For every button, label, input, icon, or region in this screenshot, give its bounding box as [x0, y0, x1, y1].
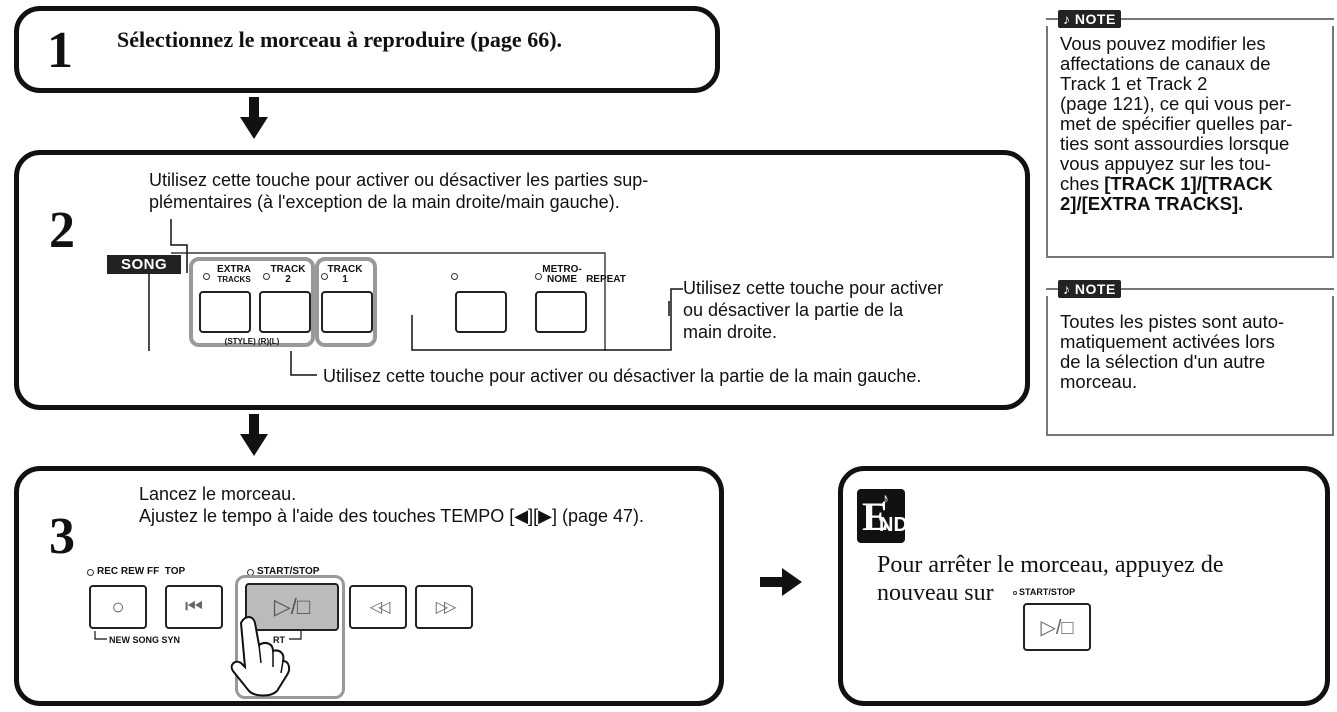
new-song-label: NEW SONG SYN: [109, 635, 181, 645]
end-badge-sub: ND: [879, 514, 908, 536]
track2-label1: TRACK: [270, 264, 306, 275]
left-hand-note: Utilisez cette touche pour activer ou dé…: [323, 366, 922, 386]
step2-number: 2: [49, 202, 75, 259]
play-stop-icon: ▷/□: [1040, 616, 1074, 639]
step3-line2: Ajustez le tempo à l'aide des touches TE…: [139, 505, 644, 527]
step2-box: 2 Utilisez cette touche pour activer ou …: [14, 150, 1030, 410]
button4-led: [451, 273, 458, 280]
track1-label1: TRACK: [327, 264, 363, 275]
note1-bold-a: [TRACK 1]/[TRACK: [1104, 173, 1273, 194]
note1-prefix: ches: [1060, 173, 1105, 194]
note1-bold-line: ches [TRACK 1]/[TRACK: [1060, 174, 1324, 194]
note2-line: morceau.: [1060, 371, 1138, 392]
fast-forward-icon: ▷▷: [435, 599, 457, 616]
end-badge: E ND ♪: [857, 489, 908, 543]
end-start-stop-label: START/STOP: [1019, 587, 1076, 597]
track1-highlight: [315, 257, 377, 347]
metronome-button[interactable]: [535, 291, 587, 333]
note-badge: ♪ NOTE: [1058, 10, 1121, 28]
step2-intro-line2: plémentaires (à l'exception de la main d…: [149, 192, 620, 212]
track2-label2: 2: [285, 274, 291, 285]
song-panel-label: SONG: [107, 255, 182, 274]
note-box-2: ♪ NOTE Toutes les pistes sont auto- mati…: [1046, 280, 1334, 436]
step3-box: 3 Lancez le morceau. Ajustez le tempo à …: [14, 466, 724, 706]
end-badge-letter: E: [862, 494, 889, 539]
step1-number: 1: [47, 22, 73, 79]
note1-line: Track 1 et Track 2: [1060, 73, 1208, 94]
note2-line: de la sélection d'un autre: [1060, 351, 1266, 372]
play-stop-icon: ▷/□: [273, 594, 311, 619]
metronome-label1: METRO-: [542, 264, 582, 275]
start-fragment-label: RT: [273, 635, 285, 645]
extra-tracks-label2: TRACKS: [217, 275, 251, 284]
step3-line1: Lancez le morceau.: [139, 484, 297, 504]
track1-label2: 1: [342, 274, 348, 285]
extra-tracks-led: [203, 273, 210, 280]
note1-line: met de spécifier quelles par-: [1060, 113, 1293, 134]
repeat-label: REPEAT: [586, 274, 626, 285]
start-stop-button[interactable]: ▷/□: [245, 583, 339, 631]
tempo-up-icon: ▶: [538, 506, 552, 526]
track1-button[interactable]: [321, 291, 373, 333]
rec-led: [87, 569, 94, 576]
step3-number: 3: [49, 508, 75, 565]
track1-led: [321, 273, 328, 280]
note-rule: [1046, 18, 1334, 20]
music-note-icon: ♪: [881, 491, 889, 508]
metronome-led: [535, 273, 542, 280]
track2-led: [263, 273, 270, 280]
note1-text: Vous pouvez modifier les affectations de…: [1060, 34, 1324, 214]
step3-line2-a: Ajustez le tempo à l'aide des touches TE…: [139, 506, 515, 526]
start-stop-label: START/STOP: [257, 566, 320, 577]
transport-top-labels: REC REW FF TOP: [97, 566, 186, 577]
step3-line2-c: ] (page 47).: [552, 506, 645, 526]
note1-line: (page 121), ce qui vous per-: [1060, 93, 1292, 114]
end-line1: Pour arrêter le morceau, appuyez de: [877, 552, 1224, 578]
arrow-down-icon: [240, 414, 268, 460]
extra-tracks-track2-highlight: [189, 257, 315, 347]
track2-button[interactable]: [259, 291, 311, 333]
extra-tracks-label1: EXTRA: [217, 264, 251, 275]
step1-box: 1 Sélectionnez le morceau à reproduire (…: [14, 6, 720, 93]
end-line2: nouveau sur: [877, 580, 994, 606]
arrow-right-icon: [760, 568, 804, 596]
style-rl-sublabel: (STYLE) (R)(L): [224, 337, 280, 346]
rec-button[interactable]: ○: [89, 585, 147, 629]
note1-bold-b: 2]/[EXTRA TRACKS].: [1060, 193, 1244, 214]
note-rule: [1046, 288, 1334, 290]
step1-text: Sélectionnez le morceau à reproduire (pa…: [117, 27, 563, 52]
step3-line2-b: ][: [528, 506, 539, 526]
skip-back-icon: ⏮: [185, 595, 203, 618]
panel-button-4[interactable]: [455, 291, 507, 333]
note-box-1: ♪ NOTE Vous pouvez modifier les affectat…: [1046, 10, 1334, 258]
tempo-down-icon: ◀: [514, 506, 529, 526]
metronome-label2: NOME: [547, 274, 577, 285]
note2-line: Toutes les pistes sont auto-: [1060, 311, 1285, 332]
pressing-hand-icon: [230, 616, 291, 697]
note2-text: Toutes les pistes sont auto- matiquement…: [1060, 312, 1324, 392]
circle-icon: ○: [111, 594, 125, 619]
step2-intro-line1: Utilisez cette touche pour activer ou dé…: [149, 170, 649, 190]
right-hand-note-line1: Utilisez cette touche pour activer: [683, 278, 944, 298]
extra-tracks-button[interactable]: [199, 291, 251, 333]
note1-line: affectations de canaux de: [1060, 53, 1271, 74]
rewind-icon: ◁◁: [369, 599, 391, 616]
right-hand-note-line2: ou désactiver la partie de la: [683, 300, 904, 320]
end-start-stop-led: [1013, 591, 1017, 595]
end-start-stop-button[interactable]: ▷/□: [1023, 603, 1091, 651]
arrow-down-icon: [240, 97, 268, 143]
callout-lines: [148, 219, 683, 376]
rewind-button[interactable]: ◁◁: [349, 585, 407, 629]
note-badge: ♪ NOTE: [1058, 280, 1121, 298]
top-button[interactable]: ⏮: [165, 585, 223, 629]
fast-forward-button[interactable]: ▷▷: [415, 585, 473, 629]
note1-line: ties sont assourdies lorsque: [1060, 133, 1290, 154]
note1-line: Vous pouvez modifier les: [1060, 33, 1266, 54]
new-song-bracket: [94, 631, 302, 640]
note1-line: vous appuyez sur les tou-: [1060, 153, 1271, 174]
note2-line: matiquement activées lors: [1060, 331, 1275, 352]
end-box: E ND ♪ Pour arrêter le morceau, appuyez …: [838, 466, 1330, 706]
start-stop-highlight: [235, 575, 345, 699]
right-hand-note-line3: main droite.: [683, 322, 778, 342]
